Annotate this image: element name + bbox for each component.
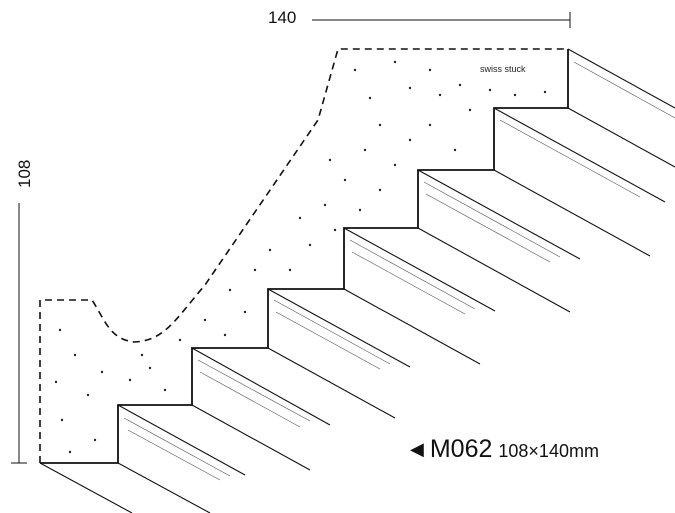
dimension-lines	[11, 12, 571, 464]
product-code: M062	[429, 435, 493, 463]
left-pointer-triangle-icon: ◀	[410, 439, 424, 459]
height-dimension-label: 108	[15, 159, 34, 188]
profile-dashed-outline	[39, 48, 568, 463]
section-stipple	[54, 60, 547, 454]
perspective-extrusion	[39, 48, 675, 513]
brand-label: swiss stuck	[480, 64, 526, 74]
width-dimension-label: 140	[268, 8, 297, 27]
step-shading	[123, 61, 675, 481]
profile-stepped-face	[40, 49, 569, 464]
product-size: 108×140mm	[498, 441, 599, 461]
